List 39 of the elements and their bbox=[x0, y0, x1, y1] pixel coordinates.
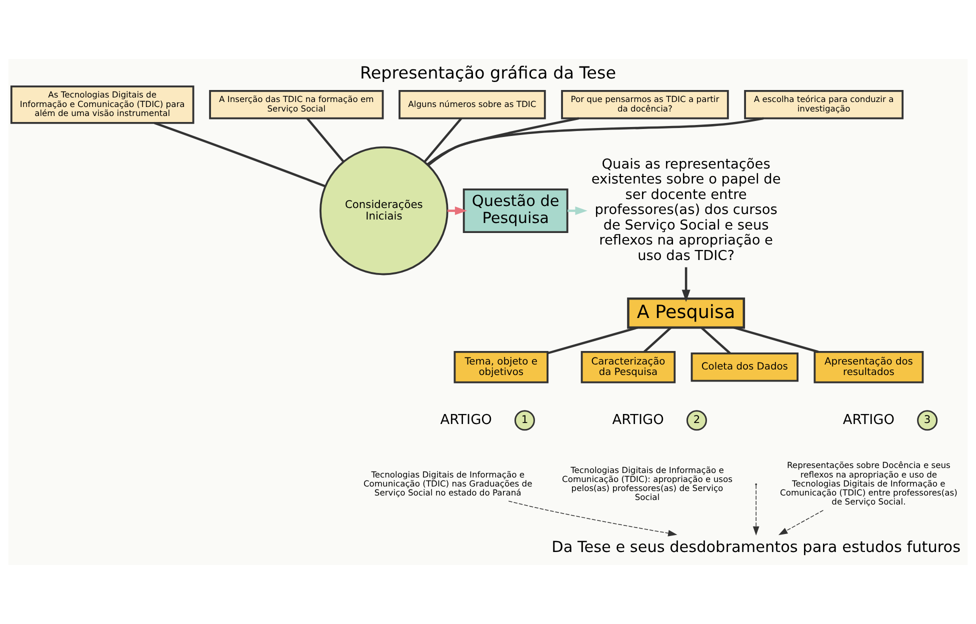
node-text: Tecnologias Digitais de Informação e Comunicação (TDIC): apropriação e usos pelos(as) professores(as) de Serviço Social bbox=[562, 464, 732, 502]
node-box: A escolha teórica para conduzir a investigação bbox=[744, 90, 904, 120]
connector bbox=[700, 326, 731, 354]
node-box: Alguns números sobre as TDIC bbox=[398, 90, 546, 120]
diagram-title: Representação gráfica da Tese bbox=[360, 62, 616, 82]
connector bbox=[426, 117, 764, 166]
node-box: Tema, objeto e objetivos bbox=[454, 350, 548, 384]
connector bbox=[154, 122, 326, 188]
node-box: Apresentação dos resultados bbox=[814, 350, 924, 384]
node-circle: Considerações Iniciais bbox=[320, 146, 448, 276]
node-box: As Tecnologias Digitais de Informação e Comunicação (TDIC) para além de uma visão instrumental bbox=[10, 85, 194, 124]
connector bbox=[306, 118, 344, 162]
label: ARTIGO bbox=[842, 412, 895, 428]
arrow bbox=[682, 267, 690, 302]
connector bbox=[428, 117, 579, 166]
node-box: A Pesquisa bbox=[627, 298, 746, 329]
node-text: Quais as representações existentes sobre o papel de ser docente entre professores(as) dos cursos de Serviço Social e seus reflexos na apropriação e uso das TDIC? bbox=[591, 156, 781, 264]
node-text: Tecnologias Digitais de Informação e Comunicação (TDIC) nas Graduações de Serviço Social no estado do Paraná bbox=[363, 469, 532, 498]
arrow bbox=[447, 206, 468, 216]
connector bbox=[644, 326, 672, 353]
arrow bbox=[778, 510, 824, 536]
label: ARTIGO bbox=[440, 412, 492, 428]
node-box: Caracterização da Pesquisa bbox=[580, 350, 676, 384]
arrow bbox=[568, 206, 588, 216]
node-box: Coleta dos Dados bbox=[690, 352, 798, 382]
node-text: Representações sobre Docência e seus reflexos na apropriação e uso de Tecnologias Digitais de Informação e Comunicação (TDIC) entre professores(as) de Serviço Social. bbox=[780, 460, 958, 507]
connector bbox=[547, 326, 638, 354]
label: 3 bbox=[924, 413, 931, 426]
connector bbox=[424, 118, 462, 163]
connector bbox=[734, 326, 819, 353]
arrow bbox=[508, 500, 678, 536]
node-text: Da Tese e seus desdobramentos para estudos futuros bbox=[552, 538, 961, 556]
label: 1 bbox=[521, 413, 528, 426]
arrow bbox=[752, 484, 760, 536]
node-box: Por que pensarmos as TDIC a partir da docência? bbox=[561, 90, 729, 120]
node-box: Questão de Pesquisa bbox=[462, 188, 568, 234]
node-box: A Inserção das TDIC na formação em Serviço Social bbox=[209, 90, 384, 120]
label: ARTIGO bbox=[612, 412, 664, 428]
label: 2 bbox=[693, 413, 700, 426]
